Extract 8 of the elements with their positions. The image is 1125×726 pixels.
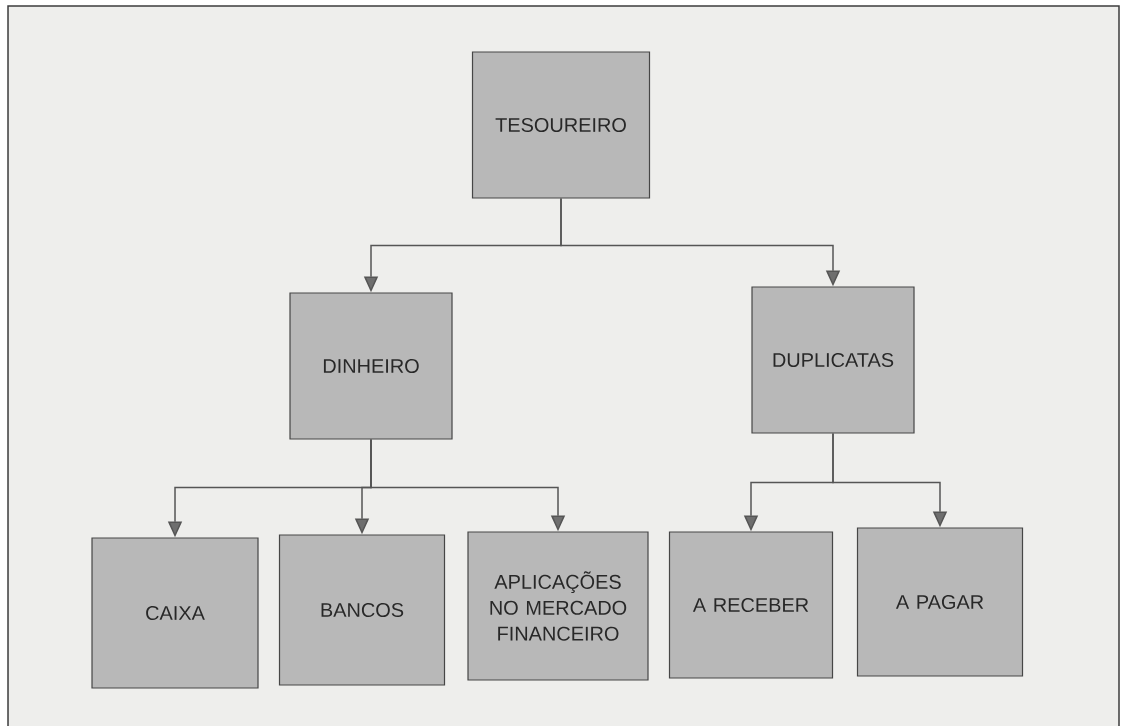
org-box: CAIXA: [91, 537, 259, 689]
org-box: BANCOS: [278, 534, 446, 686]
org-box: APLICAÇÕES NO MERCADO FINANCEIRO: [467, 531, 649, 681]
org-box: DINHEIRO: [289, 292, 453, 440]
org-box: A RECEBER: [668, 531, 834, 679]
org-box: A PAGAR: [856, 527, 1024, 677]
org-box: DUPLICATAS: [751, 286, 915, 434]
org-box: TESOUREIRO: [471, 51, 651, 199]
